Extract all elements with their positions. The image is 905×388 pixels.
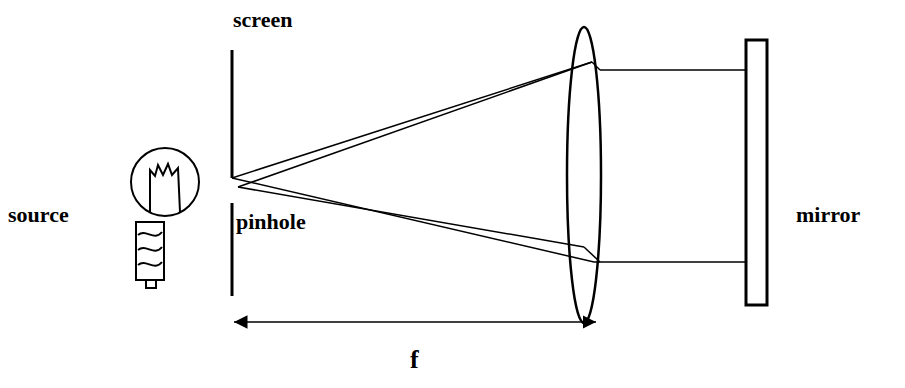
dimension-arrow (234, 321, 596, 323)
pinhole-label: pinhole (234, 210, 308, 234)
mirror-plate (746, 40, 767, 305)
screen-label: screen (231, 8, 294, 32)
mirror-label: mirror (794, 203, 862, 227)
focal-length-label: f (408, 346, 421, 375)
source-label: source (6, 203, 71, 227)
light-bulb (131, 148, 199, 288)
lens (567, 27, 601, 323)
screen-plate (231, 50, 234, 296)
light-rays (232, 62, 746, 262)
